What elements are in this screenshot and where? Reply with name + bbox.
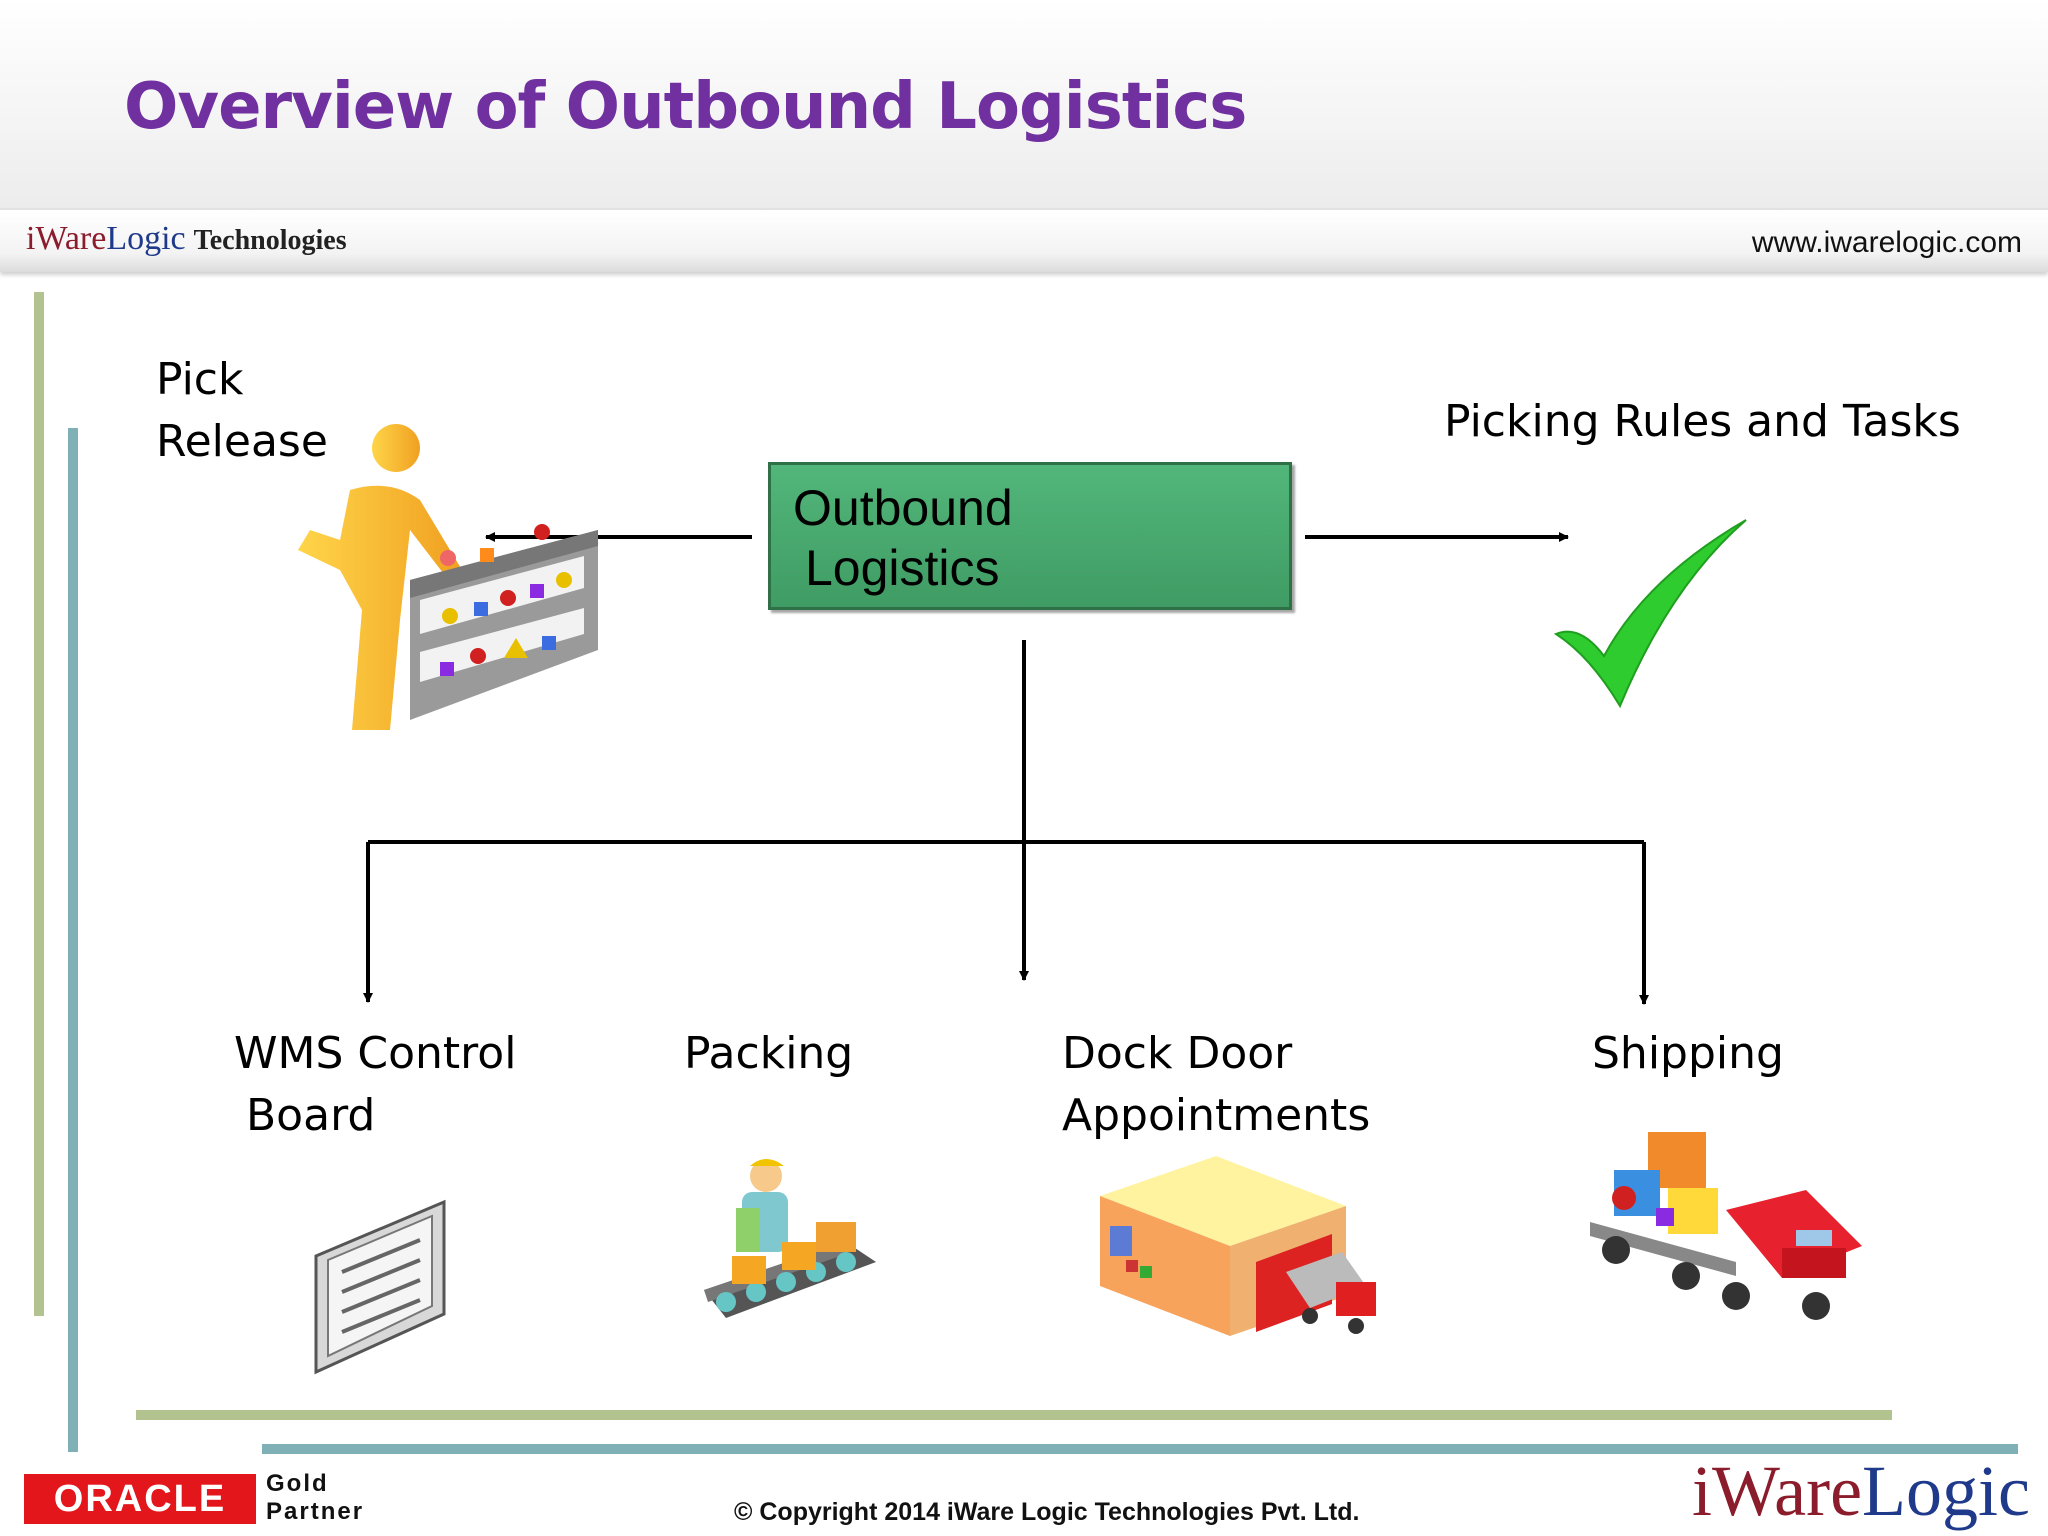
dock-door-label-line2: Appointments [1062, 1090, 1371, 1141]
decor-vertical-bar-teal [68, 428, 78, 1452]
dock-door-label-line1: Dock Door [1062, 1028, 1293, 1079]
center-box-line2: Logistics [805, 540, 1000, 596]
wms-label-line2: Board [246, 1090, 376, 1141]
decor-horizontal-bar-teal [262, 1444, 2018, 1454]
slide-title: Overview of Outbound Logistics [124, 70, 1247, 144]
shipping-label: Shipping [1592, 1028, 1784, 1079]
truck-cargo-icon [1590, 1132, 1862, 1320]
pick-release-label-line1: Pick [156, 354, 244, 405]
brand-bar [0, 208, 2048, 272]
gold-label: Gold [266, 1470, 329, 1497]
iwarelogic-logo: iWareLogic [1692, 1450, 2030, 1533]
wms-label-line1: WMS Control [234, 1028, 517, 1079]
decor-vertical-bar-green [34, 292, 44, 1316]
outbound-logistics-box: Outbound Logistics [768, 462, 1292, 610]
packing-worker-icon [704, 1159, 876, 1318]
checkmark-icon [1553, 519, 1747, 709]
center-box-line1: Outbound [793, 480, 1013, 536]
website-url: www.iwarelogic.com [1751, 226, 2022, 259]
oracle-logo: ORACLE [24, 1474, 256, 1524]
gold-partner-badge: Gold Partner [266, 1470, 364, 1526]
control-board-icon [314, 1199, 446, 1375]
copyright-text: © Copyright 2014 iWare Logic Technologie… [734, 1498, 1360, 1526]
brand-technologies: Technologies [193, 225, 347, 256]
brand-iware: iWare [26, 220, 107, 257]
decor-horizontal-bar-green [136, 1410, 1892, 1420]
logo-logic: Logic [1862, 1451, 2030, 1531]
logo-iware: iWare [1691, 1451, 1863, 1531]
packing-label: Packing [684, 1028, 854, 1079]
brand-logic: Logic [106, 220, 186, 257]
pick-release-label-line2: Release [156, 416, 328, 467]
person-shelf-icon [298, 424, 598, 730]
slide-header [0, 0, 2048, 208]
warehouse-dock-icon [1100, 1156, 1376, 1336]
partner-label: Partner [266, 1498, 365, 1525]
picking-rules-label: Picking Rules and Tasks [1444, 396, 1961, 447]
